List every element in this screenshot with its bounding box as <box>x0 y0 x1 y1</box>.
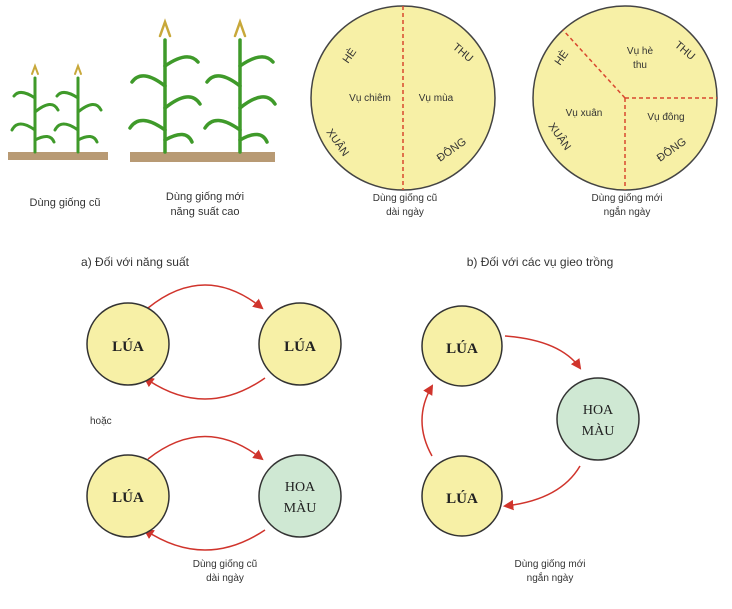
rotation-rice-crop: LÚA HOA MÀU <box>86 435 342 551</box>
new-variety-plants <box>128 18 277 162</box>
crop-node <box>258 454 342 538</box>
soil-strip <box>130 152 275 162</box>
rice-node <box>421 455 503 537</box>
new-variety-caption-line2: năng suất cao <box>170 206 239 218</box>
season-divider <box>562 29 626 99</box>
rotation-arrow <box>147 284 264 310</box>
season-circle-old-caption-line1: Dùng giống cũ <box>373 192 438 204</box>
crop-season-left: Vụ xuân <box>566 108 603 119</box>
rotation-arrow <box>421 384 434 457</box>
tall-plant-2 <box>203 18 277 154</box>
section-b-label: b) Đối với các vụ gieo trồng <box>467 255 614 269</box>
rotation-arrow <box>143 376 266 400</box>
crop-label-line2: MÀU <box>284 499 317 516</box>
crop-season-top-line1: Vụ hè <box>627 46 654 57</box>
old-variety-caption: Dùng giống cũ <box>30 197 101 209</box>
tall-plant-1 <box>128 18 202 154</box>
season-circle-old-caption-line2: dài ngày <box>386 207 424 218</box>
crop-label-line2: MÀU <box>582 422 615 439</box>
soil-strip <box>8 152 108 160</box>
rotation-arrow <box>502 465 581 511</box>
season-circle-new-caption-line2: ngắn ngày <box>604 205 651 218</box>
old-variety-plants <box>8 63 108 160</box>
rice-label: LÚA <box>446 490 478 507</box>
crop-node <box>556 377 640 461</box>
crop-season-right: Vụ mùa <box>419 93 454 104</box>
crop-season-top-line2: thu <box>633 60 647 71</box>
small-plant-2 <box>53 63 103 154</box>
rice-node <box>86 454 170 538</box>
rotation-new-caption-line2: ngắn ngày <box>527 571 574 584</box>
rotation-arrow <box>147 435 264 461</box>
or-label: hoặc <box>90 416 112 427</box>
rotation-arrow <box>143 528 266 551</box>
crop-season-left: Vụ chiêm <box>349 93 391 104</box>
rice-node <box>421 305 503 387</box>
rotation-triangle: LÚA HOA MÀU LÚA <box>421 305 640 537</box>
rice-label: LÚA <box>446 340 478 357</box>
rice-node <box>258 302 342 386</box>
rotation-rice-rice: LÚA LÚA <box>86 284 342 400</box>
season-circle-new-caption-line1: Dùng giống mới <box>591 192 662 204</box>
small-plant-1 <box>10 63 60 154</box>
rotation-arrow <box>504 335 582 370</box>
rotation-old-caption-line2: dài ngày <box>206 573 244 584</box>
section-a-label: a) Đối với năng suất <box>81 255 190 269</box>
new-variety-caption-line1: Dùng giống mới <box>166 191 244 203</box>
rotation-old-caption-line1: Dùng giống cũ <box>193 558 258 570</box>
crop-label-line1: HOA <box>583 403 614 418</box>
rotation-new-caption-line1: Dùng giống mới <box>514 558 585 570</box>
crop-season-right: Vụ đông <box>647 112 684 123</box>
crop-label-line1: HOA <box>285 480 316 495</box>
rice-label: LÚA <box>112 489 144 506</box>
rice-label: LÚA <box>112 338 144 355</box>
season-circle-old: HÈ THU XUÂN ĐÔNG Vụ chiêm Vụ mùa <box>310 5 496 191</box>
rice-node <box>86 302 170 386</box>
season-circle-new: HÈ THU XUÂN ĐÔNG Vụ hè thu Vụ xuân Vụ đô… <box>532 5 718 191</box>
rice-label: LÚA <box>284 338 316 355</box>
